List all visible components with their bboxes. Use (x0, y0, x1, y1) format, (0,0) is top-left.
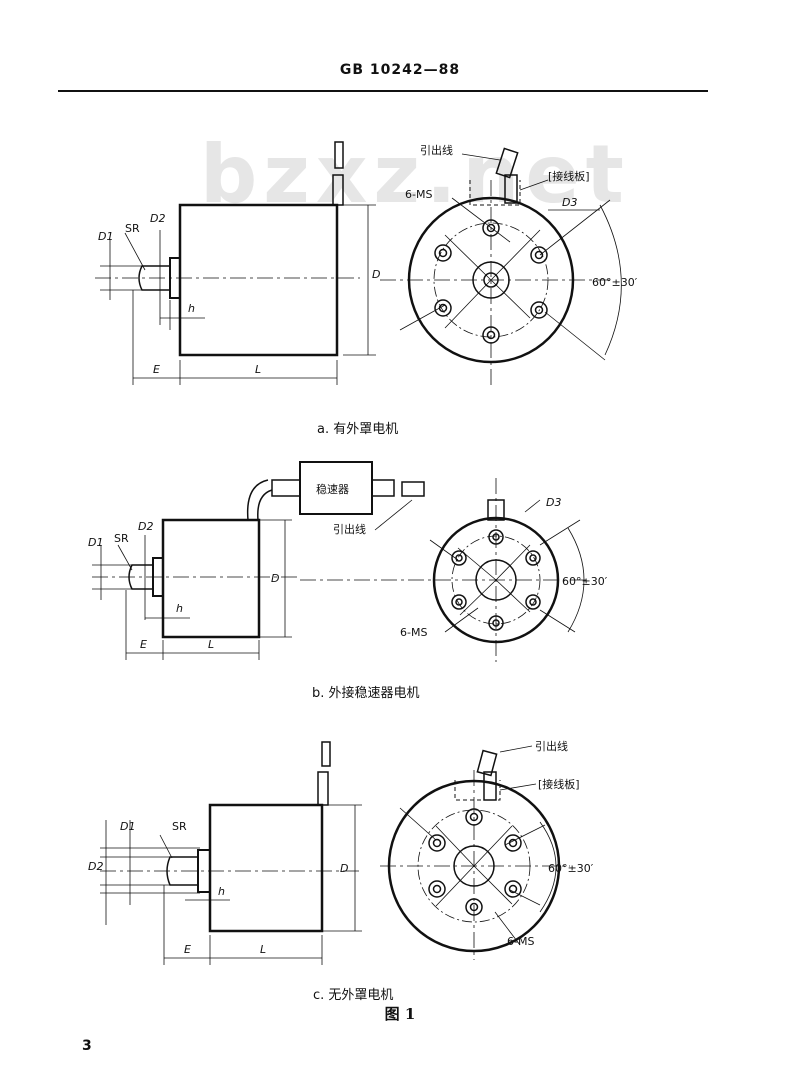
label-e: E (140, 638, 147, 651)
figure-c-side-view (100, 741, 362, 965)
label-d3: D3 (562, 196, 577, 209)
figure-a-labels: D1 D2 SR D E L h 引出线 [接线板] 6-MS D3 60°±3… (98, 143, 638, 376)
label-sr: SR (114, 532, 129, 545)
label-d: D (271, 572, 279, 585)
label-angle: 60°±30′ (592, 276, 638, 289)
figure-c-front-view (380, 745, 570, 960)
label-ms: 6-MS (400, 626, 427, 639)
label-ms: 6-MS (507, 935, 534, 948)
figure-a-front-view (380, 147, 622, 385)
page-number: 3 (82, 1038, 92, 1054)
label-l: L (255, 363, 261, 376)
label-l: L (208, 638, 214, 651)
figure-a-side-view (95, 141, 376, 385)
label-d1: D1 (88, 536, 103, 549)
caption-figure-b: b. 外接稳速器电机 (312, 686, 420, 701)
label-d1: D1 (98, 230, 113, 243)
header-rule (58, 90, 708, 92)
label-e: E (153, 363, 160, 376)
label-regulator: 稳速器 (316, 482, 349, 496)
label-ms: 6-MS (405, 188, 432, 201)
label-terminal: [接线板] (548, 169, 590, 183)
figure-b-bolt-holes (451, 529, 541, 631)
label-lead: 引出线 (333, 522, 366, 536)
label-d: D (372, 268, 380, 281)
page-header: GB 10242—88 (339, 62, 461, 78)
label-sr: SR (172, 820, 187, 833)
figure-b-front-view (300, 478, 590, 662)
figure-c-bolt-holes (428, 808, 522, 916)
label-d2: D2 (138, 520, 153, 533)
label-h: h (218, 885, 225, 898)
figure-b-labels: D1 D2 SR D E L h 稳速器 引出线 6-MS D3 60°±30′ (88, 482, 608, 651)
label-d2: D2 (150, 212, 165, 225)
label-h: h (176, 602, 183, 615)
caption-figure-c: c. 无外罩电机 (313, 988, 394, 1003)
label-angle: 60°±30′ (548, 862, 594, 875)
label-terminal: [接线板] (538, 777, 580, 791)
figure-a-bolt-holes (434, 219, 548, 344)
label-d2: D2 (88, 860, 103, 873)
label-lead: 引出线 (420, 143, 453, 157)
label-d: D (340, 862, 348, 875)
label-angle: 60°±30′ (562, 575, 608, 588)
figure-label: 图 1 (384, 1005, 416, 1023)
label-h: h (188, 302, 195, 315)
figure-b-side-view (92, 461, 425, 660)
label-d3: D3 (546, 496, 561, 509)
label-d1: D1 (120, 820, 135, 833)
figure-c-labels: D1 D2 SR D E L h 引出线 [接线板] 6-MS 60°±30′ (88, 739, 594, 956)
label-sr: SR (125, 222, 140, 235)
label-lead: 引出线 (535, 739, 568, 753)
label-e: E (184, 943, 191, 956)
caption-figure-a: a. 有外罩电机 (317, 422, 399, 437)
label-l: L (260, 943, 266, 956)
